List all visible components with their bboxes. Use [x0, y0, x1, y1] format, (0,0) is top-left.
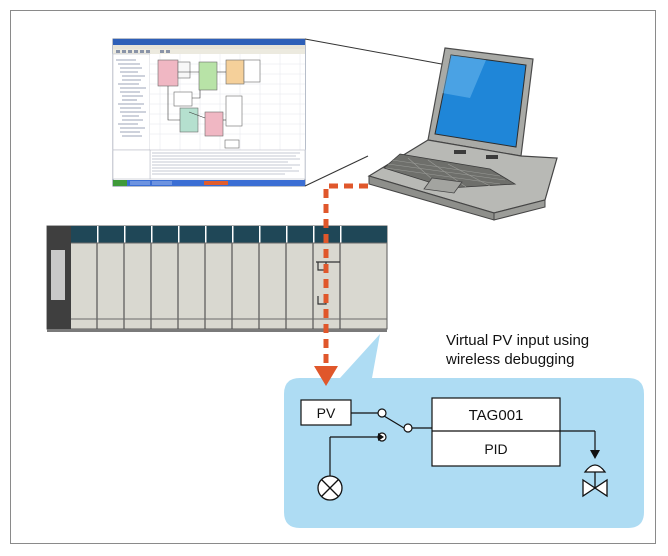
software-screenshot: [112, 38, 306, 187]
tag-label: TAG001: [469, 407, 524, 424]
sensor-arrow: [378, 433, 384, 441]
pid-label: PID: [484, 441, 507, 457]
callout-caption: Virtual PV input using wireless debuggin…: [446, 331, 656, 369]
sensor-icon: [317, 475, 343, 501]
pv-label: PV: [317, 405, 336, 421]
arrow-head: [314, 366, 338, 386]
callout-line-2: wireless debugging: [446, 351, 575, 368]
control-loop: [300, 397, 596, 476]
controller-rack: [46, 225, 388, 332]
laptop: [367, 47, 558, 221]
output-arrow: [590, 450, 600, 459]
zoom-lines: [304, 38, 448, 187]
callout-line-1: Virtual PV input using: [446, 332, 590, 349]
control-valve-icon: [582, 464, 608, 498]
